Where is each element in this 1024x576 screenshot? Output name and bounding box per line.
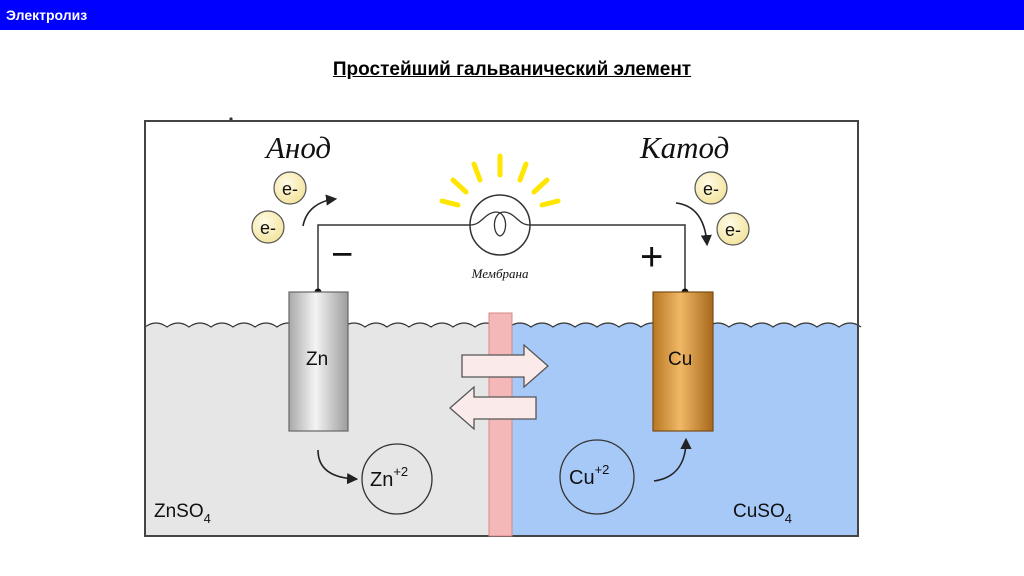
electron-left-bottom: e- xyxy=(251,210,285,244)
right-solution-label: CuSO4 xyxy=(733,501,792,526)
ion-arrow-left xyxy=(449,385,537,431)
copper-ion-charge: +2 xyxy=(595,462,610,477)
zinc-ion-label: Zn+2 xyxy=(370,464,408,491)
zinc-electrode xyxy=(288,291,349,432)
lightbulb-icon xyxy=(469,194,531,256)
light-rays xyxy=(439,153,561,208)
header-title: Электролиз xyxy=(6,7,88,23)
copper-electrode-label: Cu xyxy=(668,349,692,370)
stray-dot xyxy=(229,117,233,121)
copper-electrode xyxy=(652,291,714,432)
cathode-label: Катод xyxy=(639,130,729,165)
left-solution-label: ZnSO4 xyxy=(154,501,211,526)
electron-flow-arrow-left xyxy=(302,194,338,227)
right-solution-subscript: 4 xyxy=(785,511,792,526)
electron-left-top: e- xyxy=(273,171,307,205)
copper-ion-label: Cu+2 xyxy=(569,462,609,489)
zinc-ion-charge: +2 xyxy=(393,464,408,479)
electron-label: e- xyxy=(260,218,276,238)
copper-ion-arrow xyxy=(653,437,692,482)
copper-ion xyxy=(559,439,635,515)
electron-right-bottom: e- xyxy=(716,212,750,246)
zinc-ion-symbol: Zn xyxy=(370,469,393,491)
right-solution-formula: CuSO xyxy=(733,501,785,522)
electron-label: e- xyxy=(703,179,719,199)
electron-label: e- xyxy=(725,220,741,240)
plus-sign: + xyxy=(640,235,663,279)
zinc-ion xyxy=(361,443,433,515)
copper-ion-symbol: Cu xyxy=(569,467,595,489)
zinc-ion-arrow xyxy=(317,449,359,485)
ion-arrow-right xyxy=(461,343,549,389)
membrane xyxy=(488,312,513,537)
wire xyxy=(317,224,686,292)
anode-label: Анод xyxy=(264,130,331,165)
membrane-label: Мембрана xyxy=(471,266,529,281)
slide-title: Простейший гальванический элемент xyxy=(332,59,692,80)
left-solution-subscript: 4 xyxy=(204,511,211,526)
zinc-electrode-label: Zn xyxy=(306,349,328,370)
header-bar: Электролиз xyxy=(0,0,1024,30)
left-solution-formula: ZnSO xyxy=(154,501,204,522)
electron-label: e- xyxy=(282,179,298,199)
electron-flow-arrow-right xyxy=(675,202,712,247)
electron-right-top: e- xyxy=(694,171,728,205)
minus-sign: − xyxy=(331,234,353,276)
